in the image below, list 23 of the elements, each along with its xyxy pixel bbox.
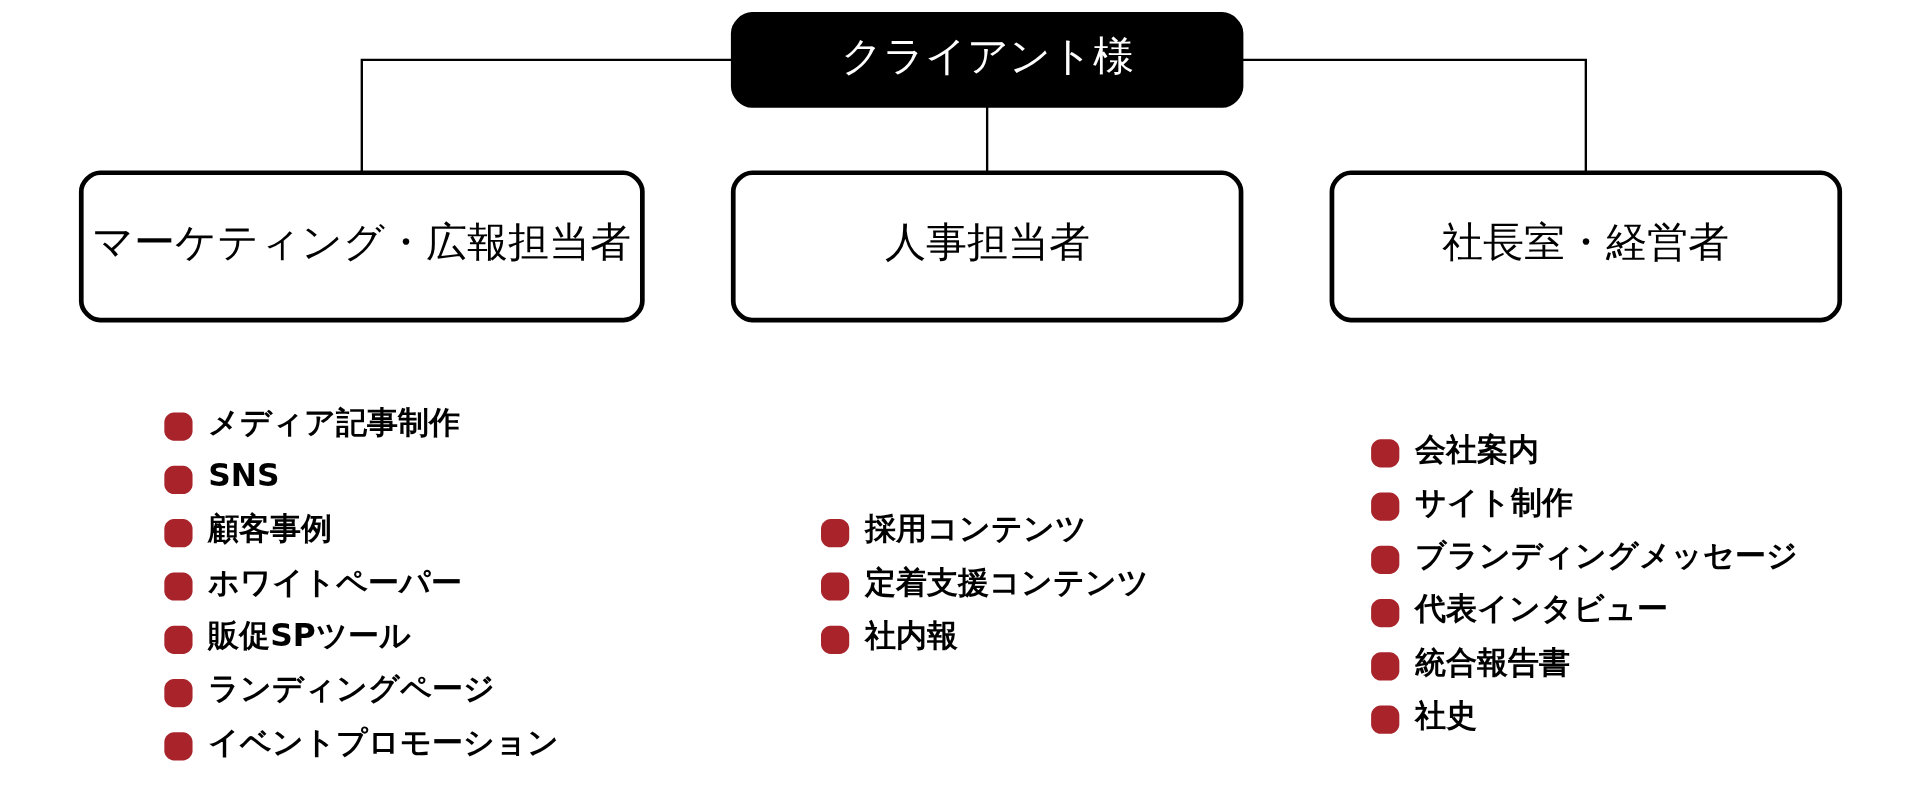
node-label: ランディングページ	[207, 670, 495, 707]
node-label: 統合報告書	[1414, 643, 1570, 680]
node-label: 代表インタビュー	[1414, 590, 1668, 627]
node-label: 採用コンテンツ	[864, 510, 1087, 547]
node-label: 会社案内	[1414, 430, 1539, 467]
node-box: 社長室・経営者	[1329, 170, 1842, 323]
node-label: ホワイトペーパー	[207, 563, 462, 600]
connector	[1240, 58, 1587, 173]
node-label: メディア記事制作	[207, 403, 460, 440]
node-box: 人事担当者	[730, 170, 1243, 323]
node-box: マーケティング・広報担当者	[78, 170, 645, 323]
node-label: 定着支援コンテンツ	[864, 563, 1149, 600]
node-label: イベントプロモーション	[207, 723, 559, 760]
connector	[985, 105, 988, 173]
node-label: 社内報	[864, 617, 958, 654]
node-label: サイト制作	[1414, 483, 1573, 520]
connector	[360, 58, 733, 173]
node-label: ブランディングメッセージ	[1414, 537, 1798, 574]
node-label: SNS	[207, 457, 280, 494]
node-label: 販促SPツール	[207, 617, 411, 654]
node-box: クライアント様	[730, 12, 1243, 108]
node-label: 顧客事例	[207, 510, 332, 547]
node-label: 社史	[1414, 696, 1477, 733]
